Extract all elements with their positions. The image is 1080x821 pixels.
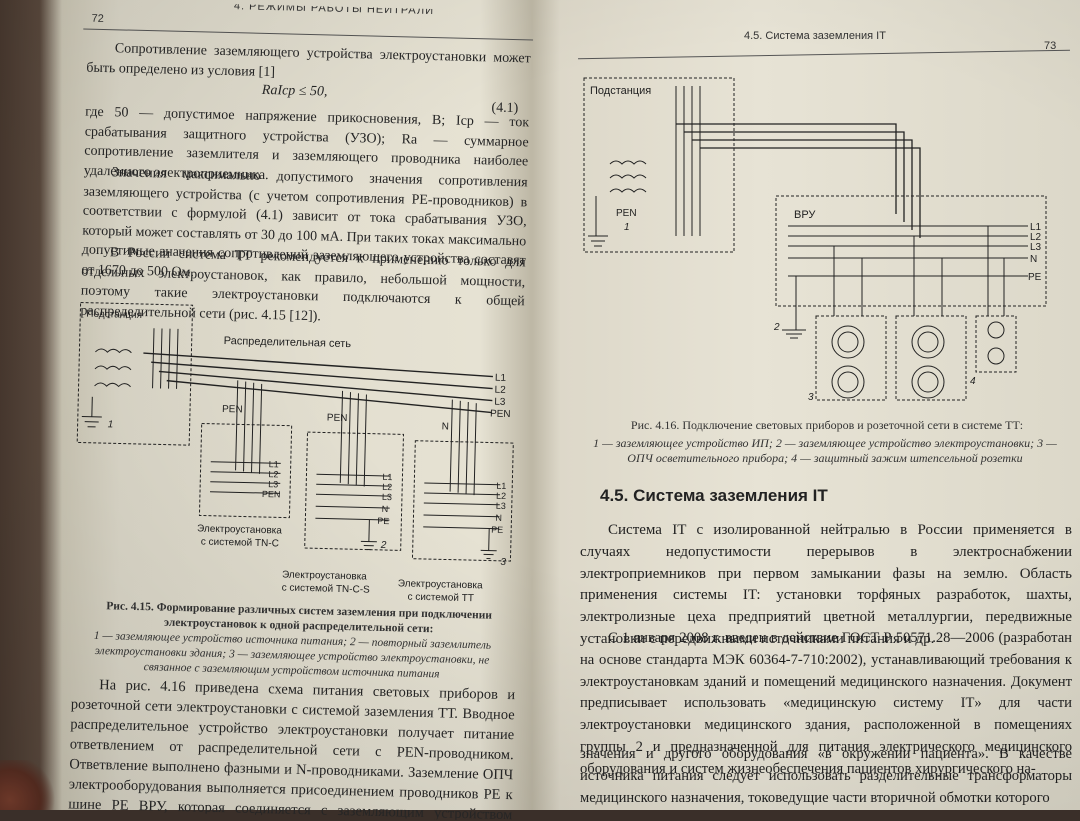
fig15-num-3: 3: [500, 557, 506, 568]
fig15-inst-tt-line1: Электроустановка: [398, 578, 483, 591]
fig16-num-4: 4: [970, 376, 976, 387]
tnc-l1: L1: [269, 459, 279, 469]
tncs-l3: L3: [382, 492, 392, 502]
installation-tn-c-s-box: [304, 431, 404, 551]
lamp-icon-2b: [911, 365, 945, 399]
socket-icon-a: [987, 321, 1005, 339]
fig15-substation-label: Подстанция: [86, 309, 142, 321]
left-para-1: Сопротивление заземляющего устройства эл…: [86, 41, 531, 80]
fig15-n: N: [442, 421, 450, 432]
ground-1-icon: [81, 416, 102, 428]
installation-tt-box: [411, 440, 514, 562]
figure-4-15: Подстанция Распределительная сеть L1 L2 …: [76, 301, 514, 605]
tncs-pe: PE: [377, 516, 389, 526]
tt-l3: L3: [496, 501, 506, 511]
fig16-n: N: [1030, 254, 1037, 265]
right-page: 4.5. Система заземления IT 73: [548, 0, 1080, 810]
tnc-l2: L2: [268, 469, 278, 479]
lamp-group-1: [815, 315, 887, 401]
lamp-group-2: [895, 315, 967, 401]
right-para-2: С 1 января 2008 г. введен в действие ГОС…: [580, 630, 1072, 777]
lamp-icon-2a: [911, 325, 945, 359]
socket-icon-b: [987, 347, 1005, 365]
transformer-icon: [94, 348, 132, 388]
fig15-l1: L1: [495, 373, 507, 384]
tt-l1: L1: [496, 481, 506, 491]
tncs-l1: L1: [382, 472, 392, 482]
feeder-lines-416: [676, 123, 921, 238]
fig15-inst-tnc-line1: Электроустановка: [197, 523, 282, 536]
formula: RаIср ≤ 50,: [261, 82, 328, 100]
ground-2-icon-416: [782, 276, 806, 339]
vru-box: [775, 195, 1047, 307]
fig15-pen-2: PEN: [327, 413, 348, 424]
fig15-network-label: Распределительная сеть: [224, 335, 352, 350]
left-page-number: 72: [91, 12, 104, 25]
section-title: 4.5. Система заземления IT: [600, 486, 828, 505]
fig15-l3: L3: [494, 397, 506, 408]
left-para-5: На рис. 4.16 приведена схема питания све…: [68, 677, 516, 821]
tnc-l3: L3: [268, 479, 278, 489]
fig16-l1: L1: [1030, 222, 1042, 233]
lamp-icon-1b: [831, 365, 865, 399]
fig16-vru-label: ВРУ: [794, 209, 816, 221]
network-lines: [143, 352, 493, 414]
right-para-3: значения и другого оборудования «в окруж…: [580, 746, 1072, 806]
fig16-num-3: 3: [808, 392, 814, 403]
fig15-inst-tt-line2: с системой ТТ: [407, 592, 474, 605]
fig16-pe: PE: [1028, 272, 1042, 283]
fig16-l2: L2: [1030, 232, 1042, 243]
tt-pe: PE: [491, 525, 503, 535]
ground-3-icon: [480, 528, 497, 560]
left-page: 72 4. РЕЖИМЫ РАБОТЫ НЕЙТРАЛИ Сопротивлен…: [44, 0, 534, 821]
fig15-inst-tncs-line2: с системой TN-C-S: [282, 582, 371, 595]
left-header-rule: [83, 28, 534, 41]
fig15-pen-1: PEN: [222, 404, 243, 415]
fig16-caption-title: Рис. 4.16. Подключение световых приборов…: [630, 418, 1024, 432]
fig16-caption-body: 1 — заземляющее устройство ИП; 2 — зазем…: [593, 436, 1057, 465]
left-running-header: 4. РЕЖИМЫ РАБОТЫ НЕЙТРАЛИ: [233, 0, 435, 18]
fig16-num-1: 1: [624, 222, 630, 233]
lamp-icon-1a: [831, 325, 865, 359]
fig15-pen-main: PEN: [490, 409, 511, 420]
right-page-number: 73: [1044, 40, 1057, 52]
tncs-l2: L2: [382, 482, 392, 492]
fig16-l3: L3: [1030, 242, 1042, 253]
fig15-inst-tncs-line1: Электроустановка: [282, 569, 367, 582]
substation-box: [76, 301, 194, 446]
fig15-inst-tnc-line2: с системой TN-C: [201, 537, 279, 550]
fig15-num-2: 2: [380, 540, 387, 551]
fig16-substation-label: Подстанция: [590, 85, 651, 97]
tt-l2: L2: [496, 491, 506, 501]
finger-shadow: [0, 760, 60, 810]
transformer-icon-416: [609, 160, 647, 193]
right-header-rule: [578, 49, 1070, 60]
installation-tn-c-box: [198, 422, 293, 519]
fig15-l2: L2: [494, 385, 506, 396]
socket-group: [975, 315, 1017, 373]
tt-n: N: [495, 513, 502, 523]
right-running-header: 4.5. Система заземления IT: [744, 30, 886, 42]
tncs-n: N: [382, 504, 389, 514]
tnc-pen: PEN: [262, 489, 281, 499]
right-para-1: Система IT с изолированной нейтралью в Р…: [580, 522, 1072, 647]
fig15-num-1: 1: [108, 419, 114, 430]
ground-2-icon: [360, 519, 377, 551]
fig16-num-2: 2: [773, 322, 780, 333]
fig16-pen-label: PEN: [616, 208, 637, 219]
figure-4-16: Подстанция PEN 1 ВРУ L1 L2 L3 N PE 2 3 4: [583, 77, 1047, 403]
substation-box-416: [583, 77, 735, 253]
